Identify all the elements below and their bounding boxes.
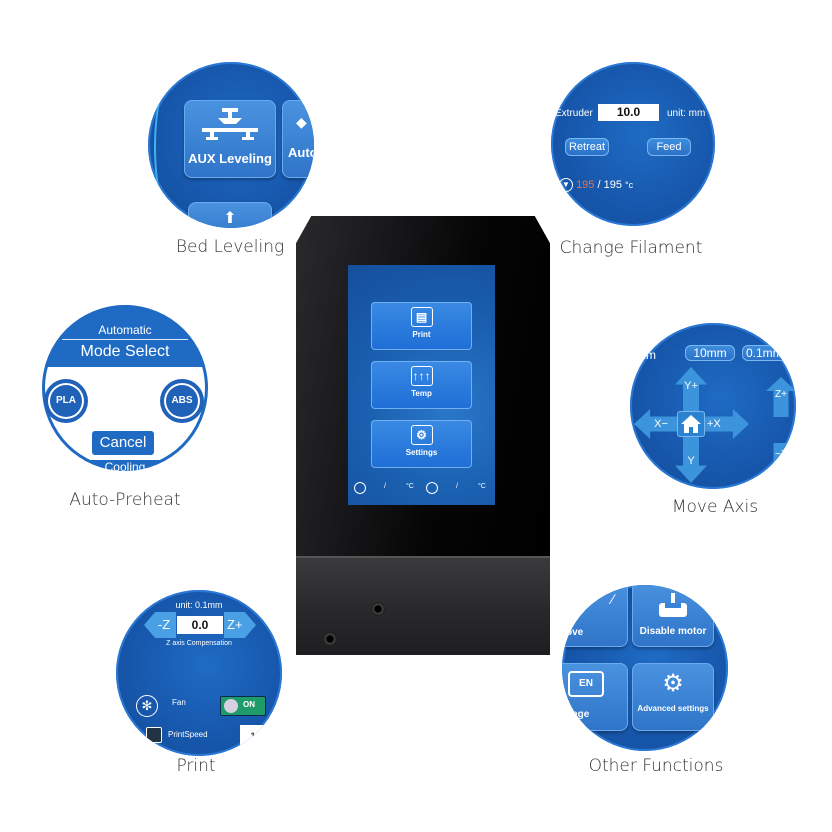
- touchscreen-device: ▤ Print ↑↑↑ Temp ⚙ Settings / °C / °C: [296, 216, 550, 655]
- fan-toggle[interactable]: ON: [220, 696, 266, 716]
- extruder-label: Extruder: [555, 108, 593, 119]
- home-icon: [681, 415, 701, 433]
- temp-separator: /: [597, 178, 601, 191]
- move-axis-bubble: mm 10mm 0.1mm Y+ Y X− +X Z+ −Z: [630, 323, 796, 489]
- move-icon: ∕: [611, 591, 614, 607]
- z-comp-label: Z axis Compensation: [166, 640, 232, 647]
- step-01mm-button[interactable]: 0.1mm: [742, 345, 796, 361]
- port-right: [371, 602, 385, 616]
- bed-leveling-icon: [202, 108, 258, 140]
- language-tile[interactable]: EN uage: [562, 663, 628, 731]
- retreat-button[interactable]: Retreat: [565, 138, 609, 156]
- print-caption: Print: [176, 756, 216, 776]
- fan-icon: ✻: [136, 695, 158, 717]
- z-minus-button[interactable]: −Z: [766, 443, 796, 483]
- nozzle-sep: /: [384, 483, 386, 490]
- screen-status-bar: / °C / °C: [354, 482, 489, 496]
- change-filament-caption: Change Filament: [559, 238, 703, 258]
- change-filament-bubble: Extruder 10.0 unit: mm Retreat Feed ▼ 19…: [551, 62, 715, 226]
- nozzle-unit: °C: [406, 483, 414, 490]
- bed-unit: °C: [478, 483, 486, 490]
- print-speed-field[interactable]: 10: [240, 725, 282, 749]
- toggle-state: ON: [243, 700, 255, 709]
- home-button[interactable]: [677, 411, 705, 437]
- arrow-up-icon: ⬆: [223, 210, 237, 227]
- feed-button[interactable]: Feed: [647, 138, 691, 156]
- bed-status-icon: [426, 482, 438, 494]
- move-axis-caption: Move Axis: [671, 497, 759, 517]
- nozzle-temp-row: ▼ 195 / 195 °c: [559, 178, 633, 192]
- nozzle-status-icon: [354, 482, 366, 494]
- temp-unit: °c: [625, 179, 634, 190]
- move-tile[interactable]: ∕ ove: [562, 585, 628, 647]
- gear-icon: ⚙: [662, 670, 684, 697]
- auto-preheat-caption: Auto-Preheat: [69, 490, 181, 510]
- x-plus-button[interactable]: +X: [703, 409, 749, 439]
- move-label: ove: [566, 627, 584, 638]
- nozzle-icon: ▼: [559, 178, 573, 192]
- motor-icon: [659, 593, 687, 617]
- fan-label: Fan: [172, 698, 186, 707]
- auto-leveling-tile[interactable]: ◆ Auto: [282, 100, 314, 178]
- extruder-value-field[interactable]: 10.0: [598, 104, 659, 121]
- heat-icon: ↑↑↑: [410, 366, 433, 386]
- cancel-button[interactable]: Cancel: [92, 431, 154, 455]
- auto-preheat-bubble: Automatic Mode Select PLA ABS Cancel Coo…: [42, 305, 208, 471]
- target-temp: 195: [603, 178, 622, 191]
- sd-card-icon: ▤: [410, 307, 433, 327]
- screen-print-label: Print: [412, 330, 431, 339]
- current-temp: 195: [576, 178, 595, 191]
- mode-select-title: Mode Select: [80, 343, 170, 360]
- bed-leveling-caption: Bed Leveling: [175, 237, 285, 257]
- z-plus-button[interactable]: Z+: [766, 377, 796, 417]
- move-up-tile[interactable]: ⬆: [188, 202, 272, 228]
- y-plus-button[interactable]: Y+: [675, 367, 707, 417]
- other-functions-caption: Other Functions: [588, 756, 724, 776]
- other-functions-bubble: ∕ ove Disable motor EN uage ⚙ Advanced s…: [562, 585, 728, 751]
- screen-print-button[interactable]: ▤ Print: [371, 302, 472, 350]
- screen-settings-label: Settings: [405, 448, 438, 457]
- unit-partial-label: mm: [636, 348, 656, 362]
- side-arc: [154, 82, 186, 212]
- automatic-label: Automatic: [98, 323, 152, 337]
- print-unit-label: unit: 0.1mm: [175, 600, 223, 610]
- pla-button[interactable]: PLA: [48, 383, 84, 419]
- print-speed-icon: [146, 727, 162, 743]
- language-label: uage: [566, 709, 590, 720]
- advanced-settings-label: Advanced settings: [637, 704, 709, 713]
- language-icon: EN: [568, 671, 604, 697]
- preheat-header: [42, 305, 208, 367]
- y-minus-button[interactable]: Y: [675, 433, 707, 483]
- aux-leveling-label: AUX Leveling: [188, 151, 272, 166]
- cooling-label: Cooling: [42, 460, 208, 471]
- disable-motor-label: Disable motor: [639, 626, 707, 637]
- bed-leveling-bubble: AUX Leveling ◆ Auto ⬆: [148, 62, 314, 228]
- aux-leveling-tile[interactable]: AUX Leveling: [184, 100, 276, 178]
- print-speed-label: PrintSpeed: [168, 730, 208, 739]
- auto-leveling-label: Auto: [288, 145, 314, 160]
- gear-icon: ⚙: [410, 425, 433, 445]
- step-10mm-button[interactable]: 10mm: [685, 345, 735, 361]
- x-minus-button[interactable]: X−: [634, 409, 680, 439]
- device-screen: ▤ Print ↑↑↑ Temp ⚙ Settings / °C / °C: [348, 265, 495, 505]
- bed-sep: /: [456, 483, 458, 490]
- disable-motor-tile[interactable]: Disable motor: [632, 585, 714, 647]
- screen-settings-button[interactable]: ⚙ Settings: [371, 420, 472, 468]
- toggle-knob: [224, 699, 238, 713]
- z-plus-button[interactable]: Z+: [224, 612, 256, 638]
- z-compensation-field[interactable]: 0.0: [177, 616, 223, 634]
- screen-temp-label: Temp: [411, 389, 432, 398]
- unit-label: unit: mm: [667, 108, 706, 119]
- header-divider: [62, 339, 188, 340]
- abs-button[interactable]: ABS: [164, 383, 200, 419]
- device-base: [296, 556, 550, 655]
- screen-temp-button[interactable]: ↑↑↑ Temp: [371, 361, 472, 409]
- advanced-settings-tile[interactable]: ⚙ Advanced settings: [632, 663, 714, 731]
- port-left: [323, 632, 337, 646]
- auto-leveling-icon: ◆: [296, 114, 307, 130]
- z-minus-button[interactable]: -Z: [144, 612, 176, 638]
- print-bubble: unit: 0.1mm -Z 0.0 Z+ Z axis Compensatio…: [116, 590, 282, 756]
